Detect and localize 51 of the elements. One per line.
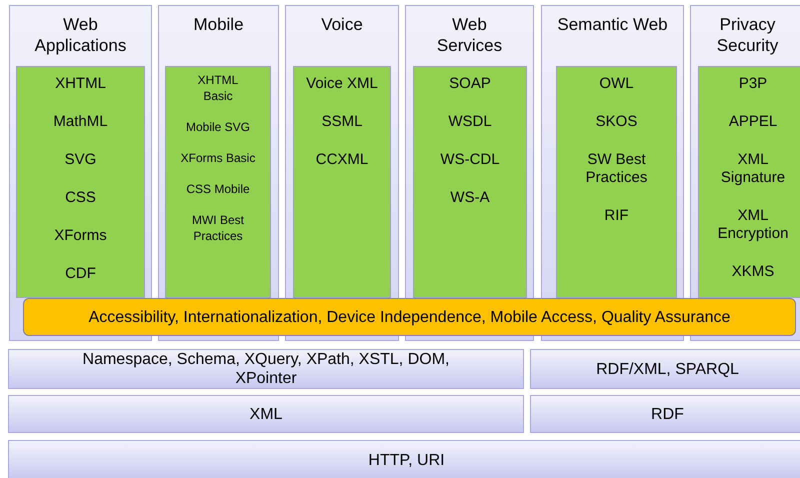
technology-panel bbox=[556, 66, 677, 298]
technology-name: XForms Basic bbox=[180, 150, 256, 166]
technology-name: RIF bbox=[604, 207, 629, 225]
technology-name: APPEL bbox=[728, 113, 778, 131]
technology-name: XKMS bbox=[732, 263, 774, 281]
technology-name: CDF bbox=[65, 265, 96, 283]
technology-name: CSS Mobile bbox=[186, 181, 250, 197]
column-title: Web Services bbox=[436, 14, 504, 56]
stack-layer bbox=[8, 349, 524, 389]
technology-name: CSS bbox=[65, 189, 96, 207]
technology-name: OWL bbox=[599, 75, 634, 93]
technology-name: XHTML Basic bbox=[196, 72, 240, 104]
stack-layer bbox=[8, 440, 800, 478]
technology-name: Mobile SVG bbox=[186, 119, 250, 135]
layer-text: RDF/XML, SPARQL bbox=[596, 360, 739, 378]
technology-name: WSDL bbox=[448, 113, 492, 131]
technology-name: XML Signature bbox=[720, 151, 786, 187]
technology-name: MathML bbox=[53, 113, 108, 131]
technology-name: XForms bbox=[54, 227, 107, 245]
technology-name: WS-A bbox=[450, 189, 490, 207]
technology-panel bbox=[293, 66, 391, 298]
layer-text: RDF bbox=[651, 404, 684, 424]
layer-text: XML bbox=[250, 404, 282, 424]
technology-name: SKOS bbox=[596, 113, 638, 131]
technology-name: XML Encryption bbox=[716, 207, 790, 243]
column-title: Web Applications bbox=[34, 14, 128, 56]
technology-name: P3P bbox=[738, 75, 768, 93]
stack-layer bbox=[530, 395, 800, 433]
cross-cutting-band bbox=[23, 298, 796, 336]
column-title: Semantic Web bbox=[556, 14, 669, 35]
layer-text: HTTP, URI bbox=[368, 450, 445, 470]
technology-name: SOAP bbox=[449, 75, 491, 93]
technology-name: CCXML bbox=[316, 151, 368, 169]
technology-name: WS-CDL bbox=[440, 151, 500, 169]
technology-panel bbox=[165, 66, 271, 298]
technology-name: SW Best Practices bbox=[584, 151, 648, 187]
technology-name: SSML bbox=[322, 113, 362, 131]
column-title: Voice bbox=[320, 14, 364, 35]
layer-text: Namespace, Schema, XQuery, XPath, XSTL, DOM, XPointer bbox=[82, 350, 450, 388]
stack-layer bbox=[530, 349, 800, 389]
column-title: Mobile bbox=[192, 14, 245, 35]
band-text: Accessibility, Internationalization, Device Independence, Mobile Access, Quality Assurance bbox=[88, 308, 730, 326]
technology-name: XHTML bbox=[55, 75, 106, 93]
technology-name: MWI Best Practices bbox=[190, 212, 245, 244]
technology-name: SVG bbox=[64, 151, 96, 169]
column-title: Privacy Security bbox=[716, 14, 780, 56]
technology-panel bbox=[698, 66, 800, 298]
technology-name: Voice XML bbox=[306, 75, 378, 93]
stack-layer bbox=[8, 395, 524, 433]
technology-panel bbox=[16, 66, 145, 298]
technology-panel bbox=[413, 66, 527, 298]
